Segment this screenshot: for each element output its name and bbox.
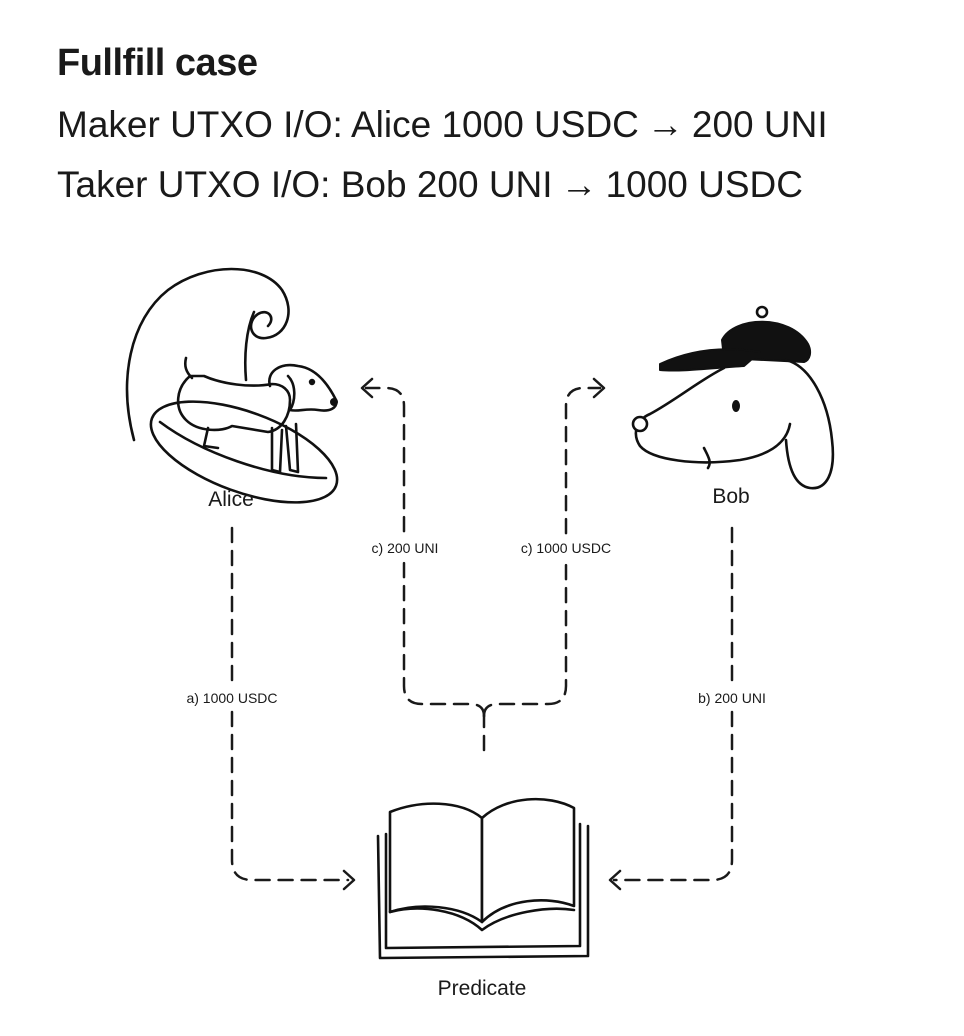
taker-utxo-text: Taker UTXO I/O: Bob 200 UNI [57,164,553,205]
flow-a-alice-to-predicate [230,526,356,891]
taker-utxo-line: Taker UTXO I/O: Bob 200 UNI→1000 USDC [57,164,803,206]
alice-label: Alice [208,488,254,511]
surfing-dog-icon [125,267,339,504]
open-book-icon [376,797,590,960]
flow-b-bob-to-predicate [608,526,734,891]
flow-c-predicate-split [360,377,606,752]
arrow-right-icon: → [560,164,598,205]
edge-label-c-bob: c) 1000 USDC [521,540,611,556]
predicate-label: Predicate [438,977,527,1000]
edge-label-b: b) 200 UNI [698,690,766,706]
maker-utxo-output: 200 UNI [691,104,828,145]
dog-with-cap-icon [631,305,835,490]
bob-label: Bob [712,485,749,508]
edge-label-a: a) 1000 USDC [186,690,277,706]
page-title: Fullfill case [57,42,258,84]
maker-utxo-line: Maker UTXO I/O: Alice 1000 USDC→200 UNI [57,104,828,146]
taker-utxo-output: 1000 USDC [605,164,803,205]
maker-utxo-text: Maker UTXO I/O: Alice 1000 USDC [57,104,639,145]
edge-label-c-alice: c) 200 UNI [372,540,439,556]
arrow-right-icon: → [646,104,684,145]
